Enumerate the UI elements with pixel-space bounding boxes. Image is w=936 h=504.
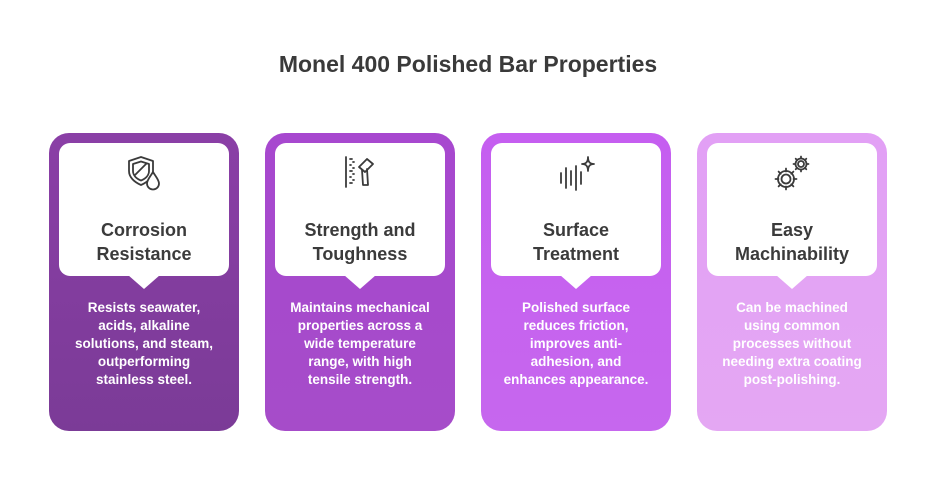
card-surface-treatment: Surface Treatment Polished surface reduc…	[481, 133, 671, 431]
card-heading: Easy Machinability	[734, 220, 850, 264]
card-description: Polished surface reduces friction, impro…	[503, 300, 649, 387]
card-header-panel: Corrosion Resistance	[59, 143, 229, 276]
card-heading: Corrosion Resistance	[96, 220, 192, 264]
card-description: Maintains mechanical properties across a…	[290, 300, 430, 387]
card-header-panel: Strength and Toughness	[275, 143, 445, 276]
card-heading: Surface Treatment	[532, 220, 620, 264]
shield-droplet-icon	[124, 153, 164, 193]
card-pointer	[560, 275, 592, 289]
card-pointer	[776, 275, 808, 289]
card-description: Can be machined using common processes w…	[722, 300, 862, 387]
page-title: Monel 400 Polished Bar Properties	[278, 51, 658, 77]
card-corrosion-resistance: Corrosion Resistance Resists seawater, a…	[49, 133, 239, 431]
sparkle-icon	[556, 153, 596, 193]
gears-icon	[772, 153, 812, 193]
card-heading: Strength and Toughness	[304, 220, 416, 264]
card-strength-toughness: Strength and Toughness Maintains mechani…	[265, 133, 455, 431]
card-header-panel: Surface Treatment	[491, 143, 661, 276]
card-pointer	[344, 275, 376, 289]
card-pointer	[128, 275, 160, 289]
card-description: Resists seawater, acids, alkaline soluti…	[74, 300, 214, 387]
card-header-panel: Easy Machinability	[707, 143, 877, 276]
hammer-icon	[340, 153, 380, 193]
card-easy-machinability: Easy Machinability Can be machined using…	[697, 133, 887, 431]
